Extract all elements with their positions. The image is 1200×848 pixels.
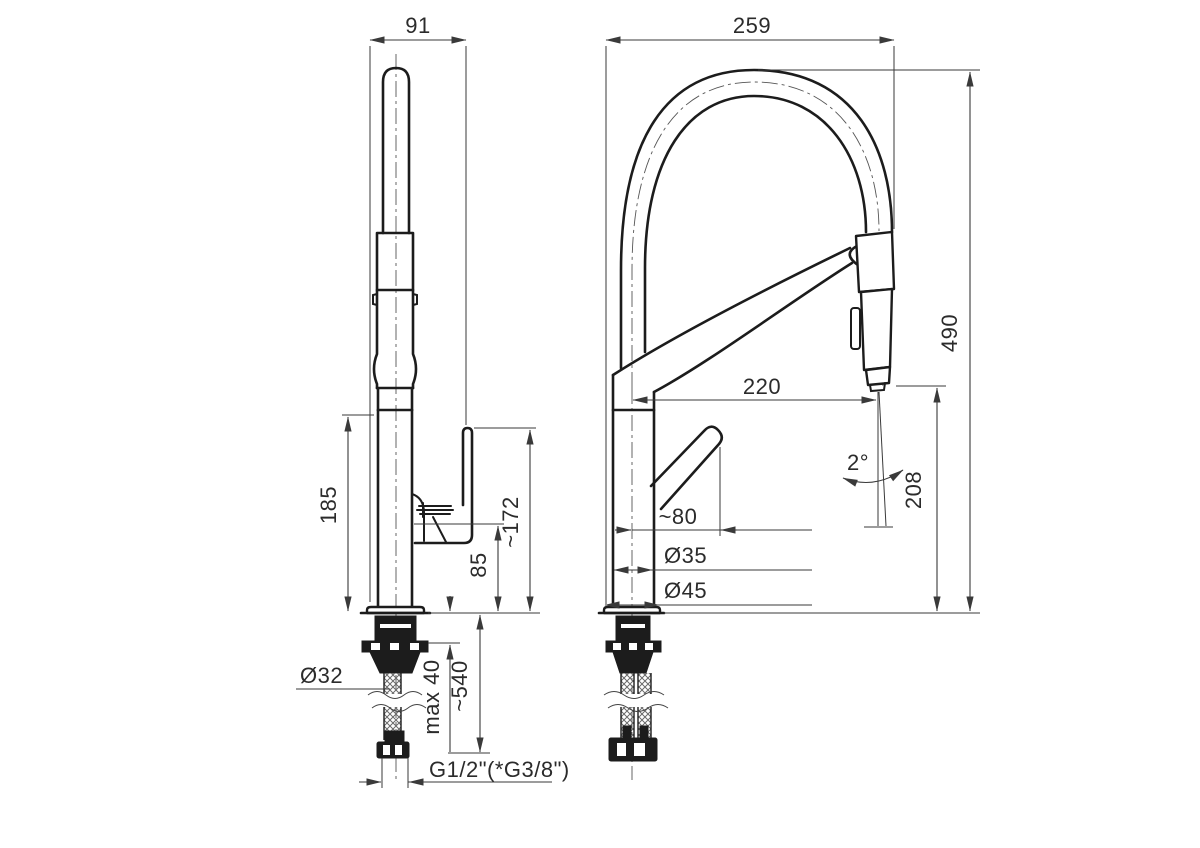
- side-view-dimensions: 91 185 ~172 85 max 40: [296, 13, 570, 788]
- dim-height-172: ~172: [474, 427, 536, 612]
- dim-depth-91: 91: [369, 13, 467, 602]
- dim-height-185: 185: [316, 414, 374, 612]
- dim-width-259: 259: [605, 13, 895, 604]
- spray-head-holder: [854, 230, 896, 294]
- front-supply-hoses: [603, 673, 669, 739]
- side-collar-clip-right: [412, 293, 418, 306]
- dim-height-85: 85: [414, 523, 504, 612]
- front-lever-handle: [649, 425, 724, 511]
- front-hose-nut: [608, 737, 658, 762]
- dim-label-185: 185: [316, 486, 341, 524]
- dim-label-thread: G1/2"(*G3/8"): [429, 757, 570, 782]
- spray-nozzle: [869, 382, 886, 393]
- dim-label-490: 490: [937, 314, 962, 352]
- dim-label-540: ~540: [447, 660, 472, 712]
- dim-label-91: 91: [405, 13, 430, 38]
- dim-mounting-depth-max40: max 40: [419, 596, 460, 752]
- dim-label-32: Ø32: [300, 663, 343, 688]
- dim-outlet-height-208: 208: [896, 385, 946, 612]
- side-aerator-ticks: [416, 502, 454, 518]
- side-mounting-hardware: [361, 615, 429, 674]
- front-view-dimensions: 259 490 220 208 2° ~80: [604, 13, 980, 614]
- side-lower-body: [376, 408, 414, 608]
- side-handle-blade: [413, 426, 474, 545]
- spout-arm-lower: [652, 261, 854, 394]
- spray-angle-detail: [842, 391, 904, 528]
- spray-head-button: [850, 307, 861, 350]
- dim-reach-220: 220: [632, 374, 877, 404]
- side-base-flange: [365, 605, 426, 615]
- dim-body-diameter-35: Ø35: [613, 543, 812, 574]
- dim-hose-length-540: ~540: [447, 614, 490, 754]
- side-spout-tube: [381, 66, 411, 235]
- dim-label-35: Ø35: [664, 543, 707, 568]
- side-handle-link: [432, 516, 447, 543]
- dim-thread: G1/2"(*G3/8"): [359, 757, 570, 788]
- dim-label-208: 208: [901, 471, 926, 509]
- side-upper-body-right: [411, 288, 418, 390]
- dim-label-max40: max 40: [419, 659, 444, 734]
- dim-label-220: 220: [743, 374, 781, 399]
- dim-label-172: ~172: [498, 496, 523, 548]
- dim-label-80: ~80: [659, 504, 698, 529]
- front-view: [597, 68, 904, 780]
- front-mounting-hardware: [605, 615, 662, 674]
- hose-arch-centerline: [631, 81, 880, 388]
- dim-label-2deg: 2°: [847, 450, 869, 475]
- hose-arch-outer: [619, 68, 894, 370]
- side-collar: [375, 231, 415, 292]
- dim-base-diameter-45: Ø45: [604, 578, 812, 609]
- dim-height-490: 490: [664, 69, 980, 614]
- side-upper-body-left: [372, 288, 379, 390]
- spray-head-body: [859, 287, 894, 372]
- side-neck: [376, 386, 414, 412]
- dim-label-85: 85: [466, 552, 491, 577]
- side-collar-clip-left: [372, 293, 378, 306]
- dim-label-259: 259: [733, 13, 771, 38]
- spout-arm-upper: [611, 246, 852, 377]
- spout-arm-end-cap: [848, 244, 860, 267]
- side-hose-nut: [376, 730, 410, 759]
- dim-shank-diameter-32: Ø32: [296, 663, 390, 690]
- hose-arch-inner: [643, 94, 868, 354]
- dim-label-45: Ø45: [664, 578, 707, 603]
- spray-head-tip: [864, 365, 892, 387]
- side-supply-hose: [367, 673, 427, 740]
- dim-lever-80: ~80: [615, 447, 812, 536]
- side-view: [359, 54, 474, 780]
